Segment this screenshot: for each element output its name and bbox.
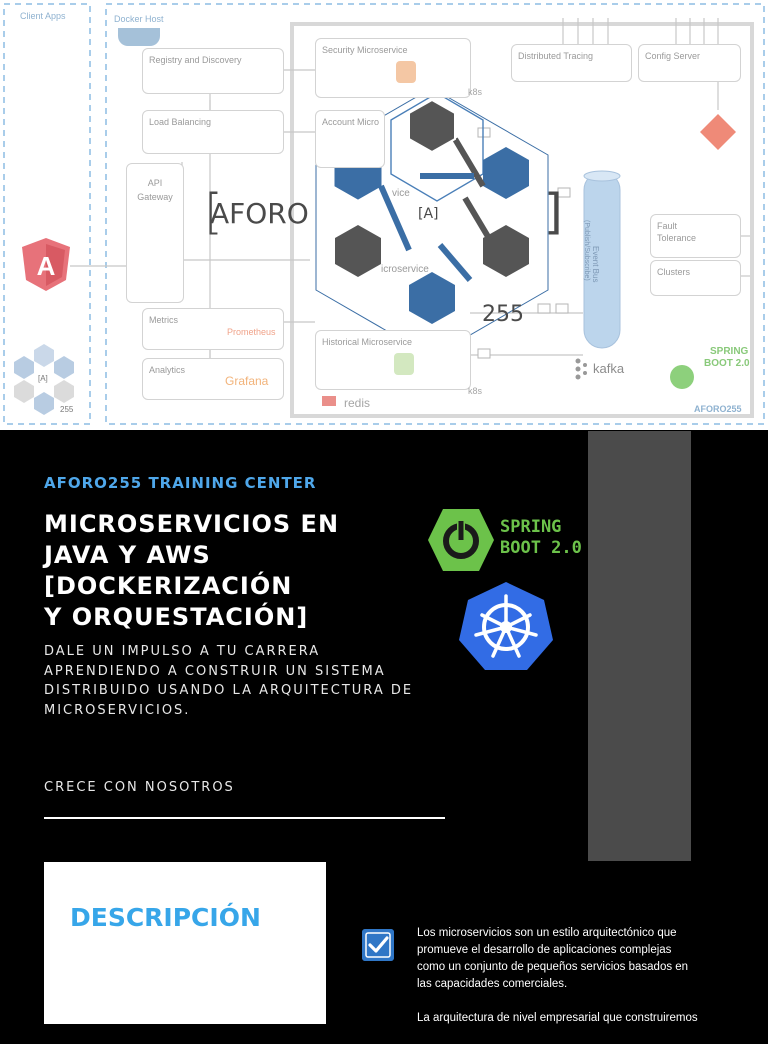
intro-text: DALE UN IMPULSO A TU CARRERA APRENDIENDO… bbox=[44, 642, 444, 720]
description-paragraph: La arquitectura de nivel empresarial que… bbox=[417, 1010, 737, 1027]
logo-close-bracket: ] bbox=[544, 184, 563, 240]
historical-microservice-box: Historical Microservice bbox=[315, 330, 471, 390]
description-title: DESCRIPCIÓN bbox=[70, 903, 261, 932]
description-card bbox=[44, 862, 326, 1024]
logo-inner: [A] bbox=[418, 206, 439, 222]
distributed-tracing-box: Distributed Tracing bbox=[511, 44, 632, 82]
checkbox-checked-icon bbox=[362, 929, 394, 961]
angular-icon: A bbox=[22, 238, 70, 291]
side-grey-bar bbox=[588, 431, 691, 861]
description-body: Los microservicios son un estilo arquite… bbox=[417, 925, 737, 1044]
logo-open-bracket: [ bbox=[204, 184, 223, 240]
event-bus-sub: (Publish/Subscribe) bbox=[583, 220, 590, 281]
aforo-logo-hexagons bbox=[315, 87, 549, 358]
mini-aforo-logo bbox=[14, 344, 74, 415]
training-center-label: AFORO255 TRAINING CENTER bbox=[44, 474, 317, 492]
headline-line: MICROSERVICIOS EN bbox=[44, 510, 340, 538]
docker-host-label: Docker Host bbox=[114, 14, 164, 24]
intro-line: DISTRIBUIDO USANDO LA ARQUITECTURA DE bbox=[44, 683, 414, 698]
description-line: las capacidades comerciales. bbox=[417, 978, 568, 990]
description-line: como un conjunto de pequeños servicios b… bbox=[417, 961, 689, 973]
spring-boot-label: SPRING BOOT 2.0 bbox=[500, 517, 582, 559]
git-icon bbox=[700, 114, 736, 150]
description-line: Los microservicios son un estilo arquite… bbox=[417, 927, 677, 939]
kubernetes-icon bbox=[459, 582, 553, 670]
spring-label-line: SPRING bbox=[500, 517, 562, 537]
service-frag-label: vice bbox=[392, 188, 410, 199]
registry-discovery-box: Registry and Discovery bbox=[142, 48, 284, 94]
spring-label-line: BOOT 2.0 bbox=[500, 538, 582, 558]
spring-small-2: BOOT 2.0 bbox=[704, 358, 750, 369]
headline-line: Y ORQUESTACIÓN] bbox=[44, 603, 309, 631]
cta-text: CRECE CON NOSOTROS bbox=[44, 780, 235, 795]
config-server-box: Config Server bbox=[638, 44, 741, 82]
divider bbox=[44, 817, 445, 819]
footer-brand: AFORO255 bbox=[694, 404, 742, 414]
api-gateway-box: API Gateway bbox=[126, 163, 184, 303]
spring-power-icon bbox=[428, 509, 494, 571]
page-title: MICROSERVICIOS EN JAVA Y AWS [DOCKERIZAC… bbox=[44, 509, 404, 633]
intro-line: MICROSERVICIOS. bbox=[44, 702, 191, 718]
k8s-label-2: k8s bbox=[468, 386, 483, 396]
docker-whale-icon bbox=[118, 28, 160, 46]
intro-line: APRENDIENDO A CONSTRUIR UN SISTEMA bbox=[44, 663, 386, 679]
spring-small-1: SPRING bbox=[710, 346, 749, 357]
mini-logo-num: 255 bbox=[60, 405, 74, 414]
headline-line: JAVA Y AWS bbox=[44, 541, 211, 569]
redis-label: redis bbox=[344, 396, 371, 410]
metrics-box: Metrics Prometheus bbox=[142, 308, 284, 350]
fault-tolerance-box: Fault Tolerance bbox=[650, 214, 741, 258]
architecture-diagram: A ✕ bbox=[0, 0, 768, 430]
mini-logo-a: [A] bbox=[38, 374, 48, 383]
svg-text:A: A bbox=[37, 251, 56, 281]
logo-number: 255 bbox=[482, 302, 524, 327]
event-bus-label: Event Bus bbox=[591, 246, 600, 283]
client-apps-label: Client Apps bbox=[20, 11, 66, 21]
description-line: La arquitectura de nivel empresarial que… bbox=[417, 1012, 698, 1024]
security-microservice-box: Security Microservice bbox=[315, 38, 471, 98]
intro-line: DALE UN IMPULSO A TU CARRERA bbox=[44, 644, 321, 659]
headline-line: [DOCKERIZACIÓN bbox=[44, 572, 293, 600]
clusters-box: Clusters bbox=[650, 260, 741, 296]
logo-word: AFORO bbox=[210, 197, 309, 230]
load-balancing-box: Load Balancing bbox=[142, 110, 284, 154]
kafka-label: kafka bbox=[593, 361, 625, 376]
k8s-label: k8s bbox=[468, 87, 483, 97]
description-line: promueve el desarrollo de aplicaciones c… bbox=[417, 944, 672, 956]
description-paragraph: Los microservicios son un estilo arquite… bbox=[417, 925, 737, 993]
microservice-frag-label: icroservice bbox=[381, 264, 429, 275]
analytics-box: Analytics Grafana bbox=[142, 358, 284, 400]
account-microservice-box: Account Micro bbox=[315, 110, 385, 168]
